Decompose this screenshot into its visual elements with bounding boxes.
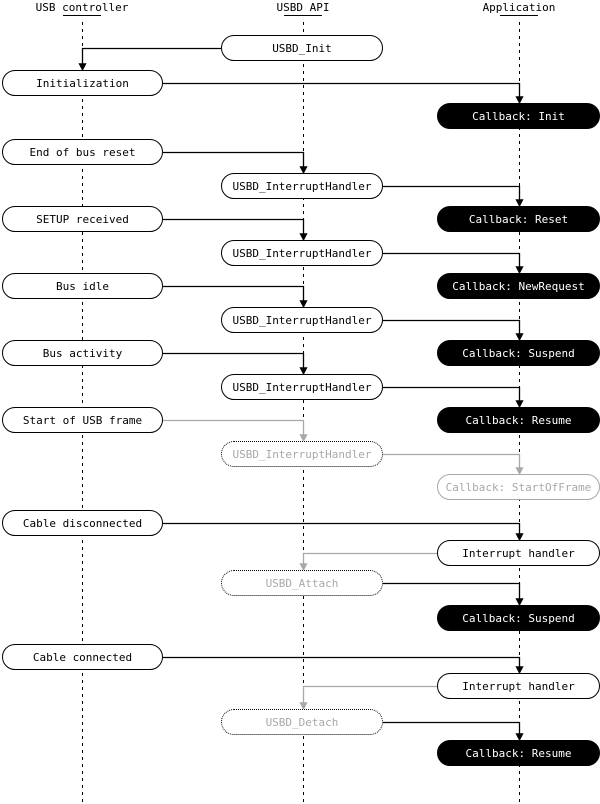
node-n01: USBD_Init (221, 35, 383, 61)
node-n08: USBD_InterruptHandler (221, 240, 383, 266)
node-n21: USBD_Attach (221, 570, 383, 596)
connector-n16-to-n17 (163, 419, 308, 443)
node-label: SETUP received (36, 212, 129, 226)
connector-n13-to-n14 (163, 352, 308, 376)
column-header-label: USB controller (35, 1, 129, 14)
node-n06: Callback: Reset (437, 206, 600, 232)
node-label: USBD_Init (272, 41, 332, 55)
column-header-rule (500, 15, 538, 16)
node-label: USBD_InterruptHandler (232, 447, 372, 461)
node-label: Interrupt handler (462, 679, 575, 693)
connector-n11-to-n12 (383, 319, 524, 342)
node-n16: Start of USB frame (2, 407, 163, 433)
connector-n08-to-n09 (383, 252, 524, 275)
connector-n19-to-n20 (163, 522, 524, 542)
connector-n07-to-n08 (163, 218, 308, 242)
connector-n14-to-n15 (383, 386, 524, 409)
node-label: Start of USB frame (22, 413, 143, 427)
node-n11: USBD_InterruptHandler (221, 307, 383, 333)
node-label: USBD_InterruptHandler (232, 380, 372, 394)
node-label: USBD_InterruptHandler (232, 246, 372, 260)
node-label: USBD_Attach (265, 576, 339, 590)
column-header-label: USBD API (276, 1, 330, 14)
connector-n17-to-n18 (383, 453, 524, 476)
node-n18: Callback: StartOfFrame (437, 474, 600, 500)
node-label: USBD_InterruptHandler (232, 179, 372, 193)
node-n24: Interrupt handler (437, 673, 600, 699)
connector-n04-to-n05 (163, 151, 308, 175)
connector-n02-to-n03 (163, 82, 524, 105)
node-n07: SETUP received (2, 206, 163, 232)
node-label: Initialization (36, 76, 129, 90)
node-n03: Callback: Init (437, 103, 600, 129)
node-n26: Callback: Resume (437, 740, 600, 766)
node-label: USBD_InterruptHandler (232, 313, 372, 327)
node-label: Callback: Init (472, 109, 565, 123)
connector-n20-to-n21 (299, 552, 437, 572)
node-n17: USBD_InterruptHandler (221, 441, 383, 467)
node-label: Callback: StartOfFrame (445, 480, 592, 494)
node-label: Bus activity (42, 346, 123, 360)
node-n09: Callback: NewRequest (437, 273, 600, 299)
column-header-application: Application (429, 1, 600, 16)
node-n02: Initialization (2, 70, 163, 96)
column-header-usb-controller: USB controller (0, 1, 172, 16)
node-n13: Bus activity (2, 340, 163, 366)
node-label: Callback: Suspend (462, 611, 575, 625)
node-label: Interrupt handler (462, 546, 575, 560)
node-label: Cable connected (32, 650, 133, 664)
node-label: USBD_Detach (265, 715, 339, 729)
connector-n25-to-n26 (383, 721, 524, 742)
node-label: Callback: Reset (468, 212, 569, 226)
node-n05: USBD_InterruptHandler (221, 173, 383, 199)
node-n19: Cable disconnected (2, 510, 163, 536)
node-n04: End of bus reset (2, 139, 163, 165)
node-label: Callback: NewRequest (452, 279, 585, 293)
connector-n23-to-n24 (163, 656, 524, 675)
node-n12: Callback: Suspend (437, 340, 600, 366)
connector-n24-to-n25 (299, 685, 437, 711)
column-header-usbd-api: USBD API (213, 1, 393, 16)
node-n25: USBD_Detach (221, 709, 383, 735)
node-n15: Callback: Resume (437, 407, 600, 433)
connector-n21-to-n22 (383, 582, 524, 607)
node-label: End of bus reset (29, 145, 136, 159)
node-label: Callback: Resume (465, 746, 572, 760)
node-label: Bus idle (56, 279, 109, 293)
node-n20: Interrupt handler (437, 540, 600, 566)
node-label: Callback: Resume (465, 413, 572, 427)
node-n10: Bus idle (2, 273, 163, 299)
connector-n10-to-n11 (163, 285, 308, 309)
column-header-rule (63, 15, 101, 16)
node-n23: Cable connected (2, 644, 163, 670)
column-header-label: Application (482, 1, 556, 14)
connector-n01-to-n02 (78, 47, 221, 72)
node-n14: USBD_InterruptHandler (221, 374, 383, 400)
node-label: Callback: Suspend (462, 346, 575, 360)
node-label: Cable disconnected (22, 516, 143, 530)
column-header-rule (284, 15, 322, 16)
node-n22: Callback: Suspend (437, 605, 600, 631)
connector-n05-to-n06 (383, 185, 524, 208)
